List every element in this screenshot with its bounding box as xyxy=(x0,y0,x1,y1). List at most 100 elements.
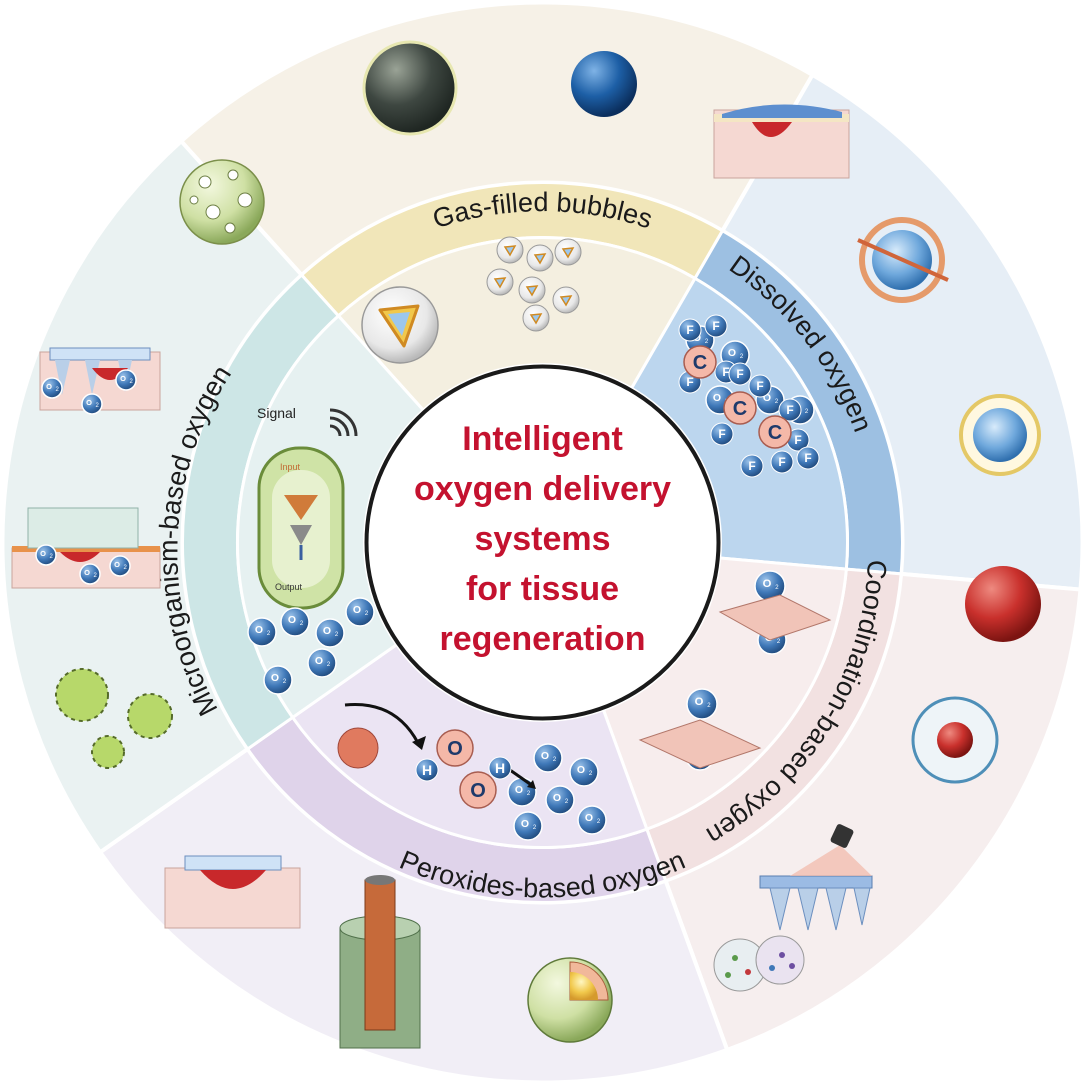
peroxide-reaction-icon xyxy=(337,702,536,789)
microorganism-patch-icon xyxy=(39,347,161,411)
output-label: Output xyxy=(275,582,303,592)
signal-label: Signal xyxy=(257,405,296,421)
center-title-line-5: regeneration xyxy=(440,620,646,658)
center-title-circle: Intelligent oxygen delivery systems for … xyxy=(364,364,721,721)
fluorine-label: F xyxy=(756,379,763,393)
o2-subscript: 2 xyxy=(777,639,781,645)
o2-label: O xyxy=(521,818,529,830)
center-title-line-1: Intelligent xyxy=(462,420,623,458)
o2-subscript: 2 xyxy=(775,585,779,591)
coordination-complex-icon xyxy=(638,594,832,769)
carbon-label: C xyxy=(693,352,707,374)
o2-subscript: 2 xyxy=(267,631,271,637)
fluorine-label: F xyxy=(722,365,729,379)
fluorine-label: F xyxy=(686,323,693,337)
o2-subscript: 2 xyxy=(705,339,709,345)
o2-label: O xyxy=(114,560,120,569)
fluorine-label: F xyxy=(718,427,725,441)
o2-subscript: 2 xyxy=(740,354,744,360)
o2-subscript: 2 xyxy=(300,621,304,627)
o2-subscript: 2 xyxy=(805,409,809,415)
fluorine-label: F xyxy=(712,319,719,333)
o2-subscript: 2 xyxy=(365,611,369,617)
blue-sphere-icon xyxy=(571,51,637,117)
genetic-circuit-cell-icon: Input Output xyxy=(257,446,345,610)
o2-label: O xyxy=(84,568,90,577)
carbon-atom-icon: C xyxy=(758,415,792,449)
o2-label: O xyxy=(728,347,736,359)
micro-bubble-core xyxy=(493,277,507,289)
o2-label: O xyxy=(585,812,593,824)
fluorine-atom-icon: F xyxy=(778,398,802,422)
fluorine-label: F xyxy=(794,433,801,447)
hydrogen-label: H xyxy=(495,760,505,776)
fluorine-atom-icon: F xyxy=(770,450,794,474)
label-ring xyxy=(181,181,904,904)
o2-subscript: 2 xyxy=(50,554,54,560)
signal-waves-icon xyxy=(329,408,358,437)
hydrogen-atom-icon: H xyxy=(488,756,512,780)
o2-subscript: 2 xyxy=(707,703,711,709)
o2-subscript: 2 xyxy=(597,819,601,825)
micro-bubble-core xyxy=(525,285,539,297)
o2-subscript: 2 xyxy=(283,679,287,685)
fluorine-atom-icon: F xyxy=(710,422,734,446)
carbon-label: C xyxy=(733,398,747,420)
porous-sphere-icon xyxy=(179,159,265,245)
oxygen-atom-icon: O xyxy=(436,729,474,767)
o2-subscript: 2 xyxy=(533,825,537,831)
o2-subscript: 2 xyxy=(94,573,98,579)
center-title-line-2: oxygen delivery xyxy=(414,470,671,508)
antibody-vesicle-icon xyxy=(911,696,999,784)
o2-subscript: 2 xyxy=(527,791,531,797)
o2-subscript: 2 xyxy=(553,757,557,763)
fluorine-atom-icon: F xyxy=(704,314,728,338)
fluorine-atom-icon: F xyxy=(678,318,702,342)
carbon-atom-icon: C xyxy=(683,345,717,379)
red-sphere-icon xyxy=(965,566,1041,642)
micro-bubble-core xyxy=(529,313,543,325)
o2-subscript: 2 xyxy=(565,799,569,805)
o2-label: O xyxy=(713,392,721,404)
o2-label: O xyxy=(315,655,323,667)
o2-label: O xyxy=(46,382,52,391)
o2-label: O xyxy=(763,392,771,404)
liposome-icon xyxy=(857,217,949,303)
fluorine-label: F xyxy=(686,375,693,389)
oxygen-atom-icon: O xyxy=(459,771,497,809)
fluorine-atom-icon: F xyxy=(748,374,772,398)
o2-subscript: 2 xyxy=(335,632,339,638)
fluorine-label: F xyxy=(786,403,793,417)
center-title-line-3: systems xyxy=(474,520,610,558)
o2-subscript: 2 xyxy=(56,387,60,393)
micro-bubble-core xyxy=(561,247,575,259)
micro-bubbles-cluster-icon xyxy=(486,236,582,332)
fluorine-atom-icon: F xyxy=(796,446,820,470)
fluorine-label: F xyxy=(748,459,755,473)
oxygen-atom-label: O xyxy=(470,780,486,802)
gas-inner-sector xyxy=(336,236,698,413)
o2-label: O xyxy=(515,784,523,796)
core-shell-sphere-icon xyxy=(959,394,1041,476)
hydrogen-atom-icon: H xyxy=(415,758,439,782)
o2-subscript: 2 xyxy=(775,399,779,405)
carbon-atom-icon: C xyxy=(723,391,757,425)
carbon-label: C xyxy=(768,422,782,444)
